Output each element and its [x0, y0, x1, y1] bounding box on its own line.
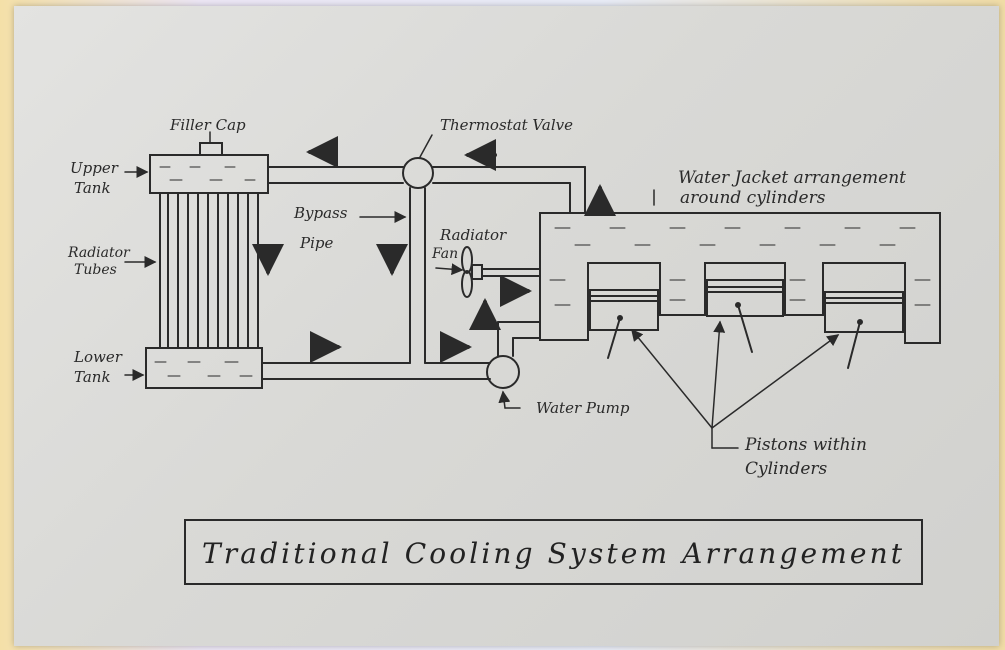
label-filler-cap: Filler Cap: [169, 116, 246, 134]
label-pistons-1: Pistons within: [744, 435, 867, 455]
piston-1: [590, 290, 658, 358]
label-bypass-pipe-1: Bypass: [293, 204, 348, 222]
label-lower-tank-1: Lower: [73, 348, 123, 366]
radiator-tubes: [160, 193, 258, 348]
label-pistons-2: Cylinders: [745, 459, 828, 479]
lower-tank: [146, 348, 262, 388]
label-water-jacket-2: around cylinders: [680, 188, 826, 208]
diagram-title: Traditional Cooling System Arrangement: [202, 537, 903, 570]
label-radiator-tubes-1: Radiator: [67, 245, 131, 261]
label-lower-tank-2: Tank: [74, 368, 111, 386]
water-jacket: [540, 213, 940, 343]
piston-3: [825, 292, 903, 368]
label-bypass-pipe-2: Pipe: [299, 234, 333, 252]
label-radiator-tubes-2: Tubes: [74, 262, 117, 278]
water-jacket-water: [550, 228, 930, 305]
label-upper-tank-1: Upper: [70, 159, 119, 177]
label-radiator-fan-2: Fan: [431, 246, 458, 262]
label-thermostat-valve: Thermostat Valve: [440, 116, 573, 134]
water-pump: [487, 356, 519, 388]
label-radiator-fan-1: Radiator: [439, 226, 507, 244]
upper-tank: [150, 155, 268, 193]
label-water-jacket-1: Water Jacket arrangement: [678, 168, 906, 188]
label-water-pump: Water Pump: [536, 399, 630, 417]
upper-tank-water: [160, 167, 255, 180]
filler-cap: [200, 143, 222, 155]
lower-tank-water: [155, 362, 252, 376]
label-upper-tank-2: Tank: [74, 179, 111, 197]
bypass-pipe: [410, 188, 425, 363]
thermostat-valve: [403, 158, 433, 188]
